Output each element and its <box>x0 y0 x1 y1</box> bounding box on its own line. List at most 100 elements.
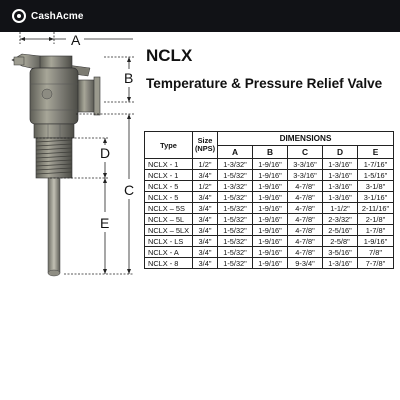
dimension-c-label: C <box>124 182 134 198</box>
dimension-cell: 3-1/16" <box>357 191 394 203</box>
dimension-cell: 1-9/16" <box>252 235 288 247</box>
dimension-cell: 4-7/8" <box>287 180 323 192</box>
brand-logo: CashAcme <box>12 9 84 23</box>
size-cell: 3/4" <box>192 224 218 236</box>
dimension-cell: 9-3/4" <box>287 257 323 269</box>
dimension-d-label: D <box>100 145 110 161</box>
dimension-cell: 2-5/8" <box>322 235 358 247</box>
dimension-cell: 1-3/16" <box>322 180 358 192</box>
size-cell: 3/4" <box>192 213 218 225</box>
dimension-cell: 3-3/16" <box>287 158 323 170</box>
dimension-cell: 1-3/16" <box>322 169 358 181</box>
temperature-probe <box>47 177 61 277</box>
dimension-c: C <box>64 113 134 275</box>
size-header: Size (NPS) <box>192 131 218 159</box>
dimension-cell: 1-1/2" <box>322 202 358 214</box>
brand-bar: CashAcme <box>0 0 400 32</box>
dimension-a-label: A <box>71 32 81 48</box>
dimension-cell: 2-5/16" <box>322 224 358 236</box>
valve-body <box>29 67 101 139</box>
dimension-cell: 1-9/16" <box>252 202 288 214</box>
dimension-e: E <box>100 178 109 274</box>
dimension-cell: 2-3/32" <box>322 213 358 225</box>
dimension-d: D <box>36 137 110 179</box>
model-title: NCLX <box>146 46 193 65</box>
dimension-cell: 1-9/16" <box>252 246 288 258</box>
type-cell: NCLX – 5S <box>144 202 193 214</box>
dimension-cell: 1-5/32" <box>217 169 253 181</box>
type-cell: NCLX - 5 <box>144 191 193 203</box>
dimension-cell: 1-7/16" <box>357 158 394 170</box>
type-header: Type <box>144 131 193 159</box>
dimension-cell: 1-5/32" <box>217 235 253 247</box>
type-cell: NCLX - 1 <box>144 169 193 181</box>
column-header-c: C <box>287 145 323 159</box>
column-header-e: E <box>357 145 394 159</box>
valve-diagram: A <box>11 32 134 277</box>
dimension-cell: 1-9/16" <box>252 257 288 269</box>
dimension-cell: 4-7/8" <box>287 202 323 214</box>
dimension-cell: 1-5/16" <box>357 169 394 181</box>
type-cell: NCLX – 5L <box>144 213 193 225</box>
dimension-cell: 1-3/16" <box>322 191 358 203</box>
type-cell: NCLX - A <box>144 246 193 258</box>
dimension-cell: 1-5/32" <box>217 202 253 214</box>
dimension-cell: 1-7/8" <box>357 224 394 236</box>
threaded-shank <box>35 137 73 179</box>
size-cell: 3/4" <box>192 257 218 269</box>
dimension-cell: 4-7/8" <box>287 224 323 236</box>
dimension-cell: 1-9/16" <box>252 191 288 203</box>
dimension-cell: 4-7/8" <box>287 246 323 258</box>
dimension-b: B <box>104 56 134 103</box>
dimension-cell: 2-1/8" <box>357 213 394 225</box>
dimension-cell: 7/8" <box>357 246 394 258</box>
type-cell: NCLX - 5 <box>144 180 193 192</box>
dimension-cell: 3-5/16" <box>322 246 358 258</box>
dimension-cell: 1-3/16" <box>322 158 358 170</box>
dimension-cell: 1-9/16" <box>357 235 394 247</box>
dimension-cell: 1-5/32" <box>217 257 253 269</box>
size-cell: 3/4" <box>192 202 218 214</box>
size-cell: 3/4" <box>192 169 218 181</box>
product-title: Temperature & Pressure Relief Valve <box>146 76 383 91</box>
dimension-a: A <box>19 32 133 48</box>
size-cell: 1/2" <box>192 158 218 170</box>
dimension-cell: 2-11/16" <box>357 202 394 214</box>
dimensions-header: DIMENSIONS <box>217 131 394 146</box>
dimension-cell: 1-5/32" <box>217 213 253 225</box>
type-cell: NCLX - 1 <box>144 158 193 170</box>
logo-icon <box>12 9 26 23</box>
size-cell: 3/4" <box>192 235 218 247</box>
column-header-d: D <box>322 145 358 159</box>
dimensions-table: Type Size (NPS) DIMENSIONS A B C D E NCL… <box>144 131 394 269</box>
size-cell: 3/4" <box>192 191 218 203</box>
brand-name: CashAcme <box>31 10 84 22</box>
dimension-cell: 4-7/8" <box>287 213 323 225</box>
size-cell: 1/2" <box>192 180 218 192</box>
dimension-cell: 4-7/8" <box>287 235 323 247</box>
dimension-cell: 1-5/32" <box>217 191 253 203</box>
type-cell: NCLX – 5LX <box>144 224 193 236</box>
dimension-b-label: B <box>124 70 133 86</box>
dimension-cell: 1-3/32" <box>217 158 253 170</box>
dimension-cell: 1-5/32" <box>217 246 253 258</box>
type-cell: NCLX - 8 <box>144 257 193 269</box>
dimension-cell: 1-9/16" <box>252 213 288 225</box>
dimension-cell: 1-3/32" <box>217 180 253 192</box>
column-header-b: B <box>252 145 288 159</box>
dimension-cell: 1-3/16" <box>322 257 358 269</box>
dimension-cell: 3-3/16" <box>287 169 323 181</box>
dimension-cell: 1-9/16" <box>252 224 288 236</box>
dimension-cell: 1-9/16" <box>252 158 288 170</box>
dimension-cell: 3-1/8" <box>357 180 394 192</box>
dimension-e-label: E <box>100 215 109 231</box>
